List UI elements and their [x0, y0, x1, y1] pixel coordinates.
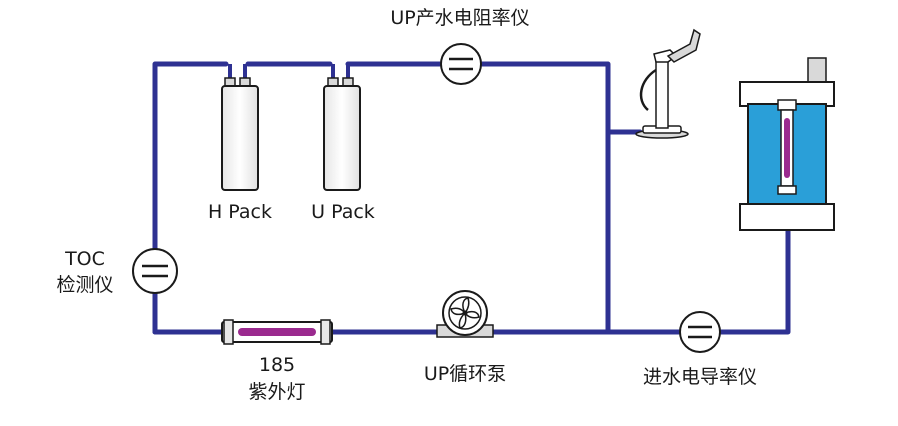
inlet-conductivity-meter-label: 进水电导率仪: [642, 366, 757, 388]
toc-meter-icon: [132, 248, 178, 294]
inlet-conductivity-meter-icon: [679, 311, 721, 353]
u-pack-label: U Pack: [311, 201, 375, 223]
up-resistivity-meter-label: UP产水电阻率仪: [390, 7, 530, 29]
up-pump-label: UP循环泵: [423, 363, 507, 385]
uv-lamp-icon: [221, 319, 333, 345]
h-pack-label: H Pack: [207, 201, 273, 223]
water-dispenser-icon: [635, 28, 701, 139]
uv-lamp-label-line1: 185: [258, 354, 296, 376]
h-pack-cartridge: [221, 77, 259, 191]
uv-lamp-label-line2: 紫外灯: [248, 381, 306, 403]
u-pack-cartridge: [323, 77, 361, 191]
up-resistivity-meter-icon: [440, 43, 482, 85]
toc-label-line1: TOC: [65, 248, 105, 270]
up-pump-icon: [436, 290, 494, 338]
water-tank-icon: [739, 57, 835, 231]
toc-label-line2: 检测仪: [56, 274, 114, 296]
